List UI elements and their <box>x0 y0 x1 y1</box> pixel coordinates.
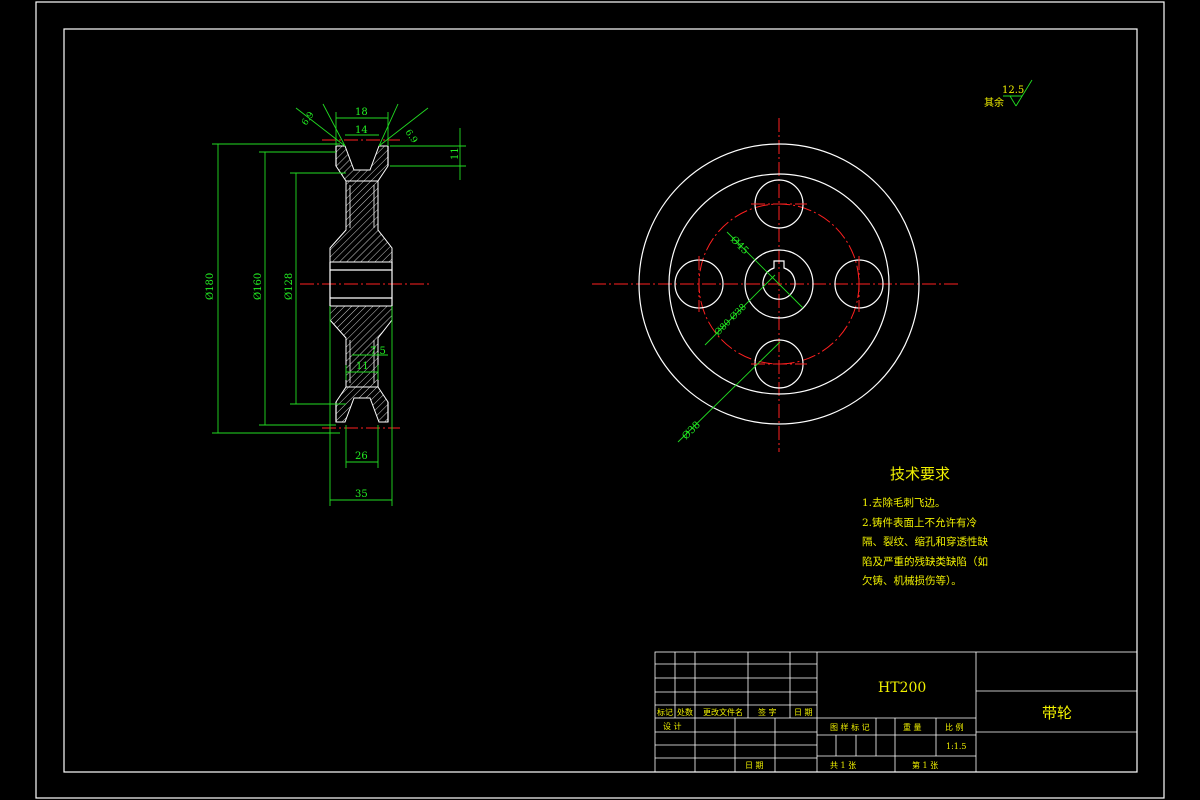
dim-w18: 18 <box>355 107 368 118</box>
web-top-section <box>329 180 393 263</box>
bore-keyway <box>762 260 796 300</box>
dim-d11: 11 <box>356 361 369 372</box>
sheet-number: 第 1 张 <box>912 760 938 770</box>
tech-req-line2: 2.铸件表面上不允许有冷 <box>862 516 978 529</box>
scale-label: 比 例 <box>945 722 964 732</box>
dim-d180: Ø180 <box>205 273 216 300</box>
dim-d35: 35 <box>355 489 368 500</box>
hub-circle <box>744 249 814 319</box>
dim-hub: Ø45 <box>728 234 751 257</box>
inner-border <box>63 28 1138 773</box>
tech-req-line3: 隔、裂纹、缩孔和穿透性缺 <box>862 535 988 548</box>
dim-pcd: Ø80 Ø38 <box>712 301 749 338</box>
tech-req-line1: 1.去除毛刺飞边。 <box>862 496 946 509</box>
dim-d75: 7.5 <box>370 346 386 357</box>
roughness-label: 其余 <box>984 96 1004 109</box>
section-view <box>300 139 430 429</box>
tech-req-line4: 陷及严重的残缺类缺陷（如 <box>862 555 988 568</box>
rev-doc: 更改文件名 <box>703 707 743 717</box>
dim-h11: 11 <box>450 147 461 160</box>
bottom-rim-section <box>335 386 389 423</box>
tech-req-title: 技术要求 <box>890 465 950 483</box>
outer-rim-circle <box>638 143 920 425</box>
dim-d128: Ø128 <box>284 273 295 300</box>
roughness-symbol: 12.5 其余 <box>984 79 1033 109</box>
title-block: HT200 带轮 1:1.5 标记 处数 更改文件名 签 字 日 期 设 计 日… <box>654 651 1138 773</box>
date-label: 日 期 <box>745 761 764 770</box>
part-name-text: 带轮 <box>1042 704 1072 722</box>
scale-text: 1:1.5 <box>946 742 967 751</box>
dim-d160: Ø160 <box>253 273 264 300</box>
rev-sign: 签 字 <box>758 707 777 717</box>
rev-count: 处数 <box>677 707 693 717</box>
front-view <box>592 118 960 452</box>
total-sheets: 共 1 张 <box>830 761 856 770</box>
weight-label: 重 量 <box>903 722 922 732</box>
tech-req-line5: 欠铸、机械损伤等）。 <box>862 574 962 587</box>
rev-date: 日 期 <box>794 708 813 717</box>
outer-border <box>35 1 1165 799</box>
technical-requirements: 技术要求 1.去除毛刺飞边。 2.铸件表面上不允许有冷 隔、裂纹、缩孔和穿透性缺… <box>862 465 988 587</box>
material-text: HT200 <box>878 680 926 696</box>
design-label: 设 计 <box>663 721 682 731</box>
roughness-value: 12.5 <box>1002 85 1024 96</box>
inner-rim-circle <box>668 173 890 395</box>
section-dimensions: Ø180 Ø160 Ø128 18 14 6.9 6.9 11 7.5 <box>205 103 466 506</box>
rev-mark: 标记 <box>657 707 673 717</box>
dim-w14: 14 <box>355 125 368 136</box>
top-rim-section <box>335 145 389 182</box>
dim-angle-right: 6.9 <box>403 128 420 146</box>
stage-mark-label: 图 样 标 记 <box>830 722 870 732</box>
dim-outer: Ø38 <box>680 420 703 443</box>
dim-d26: 26 <box>355 451 368 462</box>
